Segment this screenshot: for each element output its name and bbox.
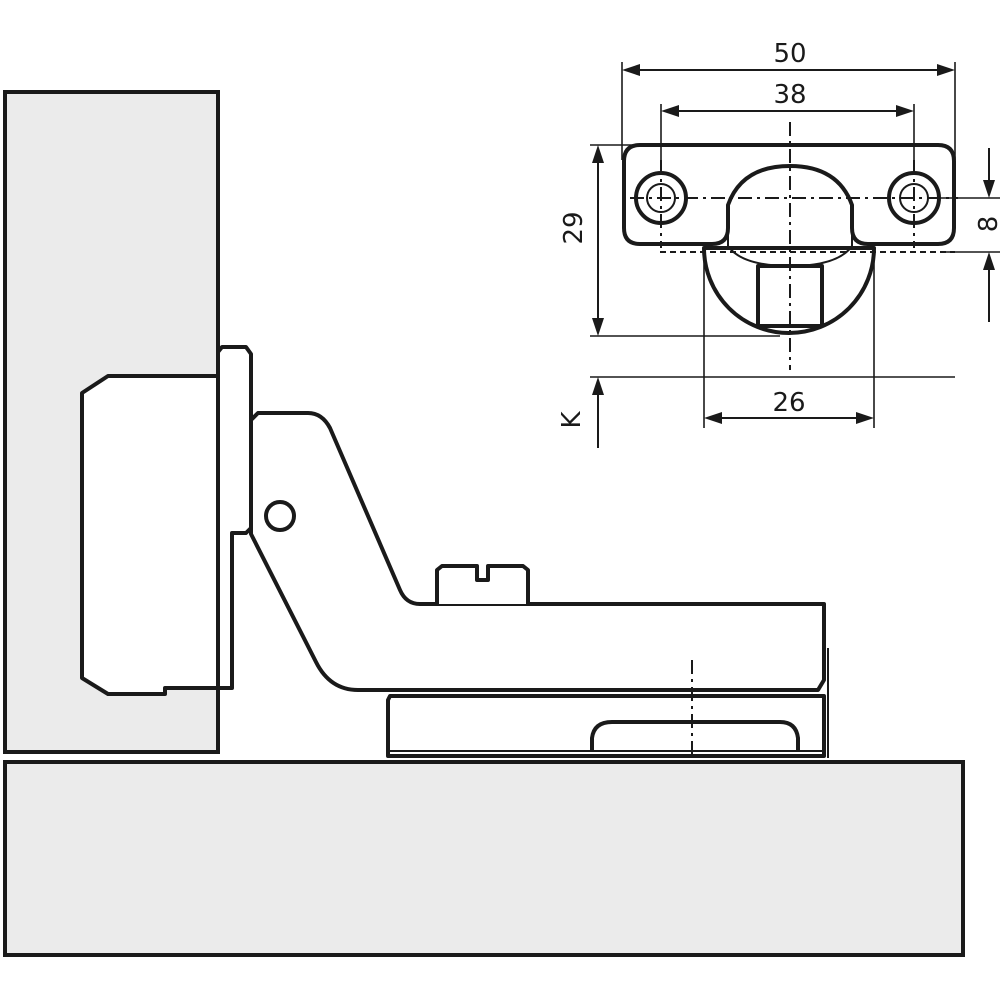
side-view	[3, 90, 965, 957]
dim-8-label: 8	[974, 216, 1000, 233]
dim-29-arrow-top	[592, 145, 604, 163]
dim-38-label: 38	[773, 80, 806, 110]
dim-38-arrow-left	[661, 105, 679, 117]
hinge-arm-base	[216, 345, 253, 690]
plan-view	[622, 122, 958, 370]
adjustment-screw-head	[435, 564, 530, 604]
hinge-arm	[249, 411, 826, 692]
dim-k-label: K	[557, 411, 587, 429]
dim-8-arrow-bottom	[983, 252, 995, 270]
dim-50-arrow-left	[622, 64, 640, 76]
dim-29-label: 29	[559, 211, 589, 244]
hinge-cup-insert	[590, 720, 800, 750]
dim-38-arrow-right	[896, 105, 914, 117]
dim-26-arrow-left	[704, 412, 722, 424]
dimension-annotations: 50 38 29 8 26 K	[557, 39, 1000, 448]
dim-8-arrow-top	[983, 180, 995, 198]
dim-50-arrow-right	[937, 64, 955, 76]
screw-hole-left-inner	[646, 183, 676, 213]
dim-50-label: 50	[773, 39, 806, 69]
dim-k-arrow	[592, 377, 604, 395]
door-panel	[3, 760, 965, 957]
hinge-plate-outline	[622, 143, 956, 246]
mounting-plate	[80, 374, 220, 696]
pivot-rivet	[264, 500, 296, 532]
dim-26-label: 26	[772, 388, 805, 418]
dim-29-arrow-bottom	[592, 318, 604, 336]
dim-26-arrow-right	[856, 412, 874, 424]
